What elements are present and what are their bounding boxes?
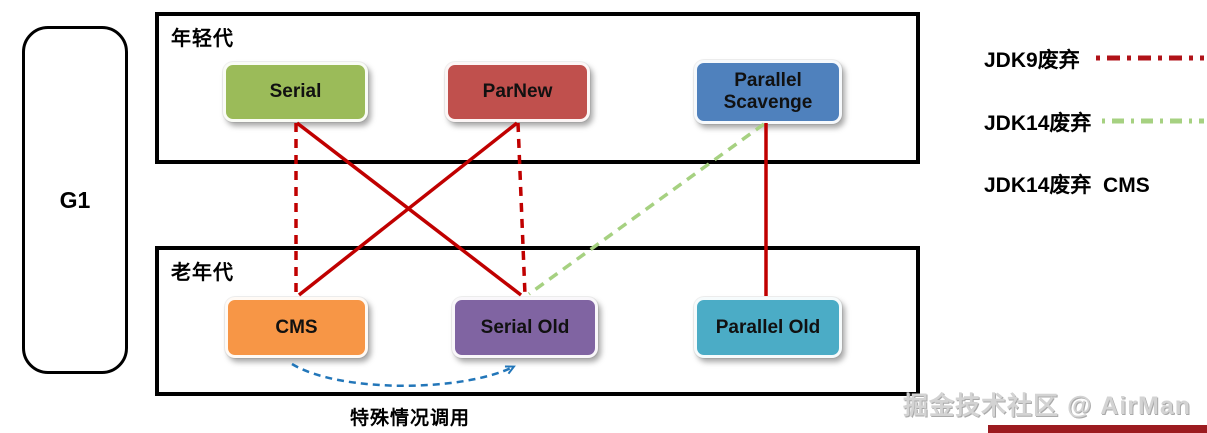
node-serial: Serial <box>223 62 368 122</box>
node-serial-old-label: Serial Old <box>480 316 570 338</box>
legend-item-jdk9: JDK9废弃 <box>980 44 1207 74</box>
g1-label: G1 <box>59 186 91 213</box>
old-gen-box: 老年代 CMS Serial Old Parallel Old <box>155 246 920 396</box>
legend-jdk9-label: JDK9废弃 <box>984 49 1080 72</box>
node-parallel-old-label: Parallel Old <box>715 316 821 338</box>
young-gen-box: 年轻代 Serial ParNew Parallel Scavenge <box>155 12 920 164</box>
special-case-caption: 特殊情况调用 <box>349 408 470 429</box>
node-parnew: ParNew <box>445 62 590 122</box>
watermark-red-bar <box>988 425 1207 433</box>
watermark-text: 掘金技术社区 @ AirMan <box>903 392 1191 420</box>
legend-item-jdk14-cms: JDK14废弃 CMS <box>980 169 1207 199</box>
node-serial-old: Serial Old <box>452 297 598 358</box>
legend-jdk14-cms-label: JDK14废弃 CMS <box>984 174 1150 197</box>
legend-jdk14-label: JDK14废弃 <box>984 112 1092 135</box>
node-parallel-scavenge-label: Parallel Scavenge <box>723 70 813 113</box>
legend-red-dashed-line <box>1096 55 1204 61</box>
node-serial-label: Serial <box>269 81 322 103</box>
legend: JDK9废弃 JDK14废弃 JDK14废弃 CMS <box>980 38 1207 198</box>
g1-box: G1 <box>22 26 128 374</box>
node-parallel-scavenge: Parallel Scavenge <box>694 60 842 124</box>
node-cms-label: CMS <box>275 316 318 338</box>
node-parnew-label: ParNew <box>482 81 553 103</box>
legend-green-dashed-line <box>1102 118 1204 124</box>
old-gen-title: 老年代 <box>171 262 234 284</box>
node-parallel-old: Parallel Old <box>694 297 842 358</box>
legend-item-jdk14: JDK14废弃 <box>980 107 1207 137</box>
node-cms: CMS <box>225 297 368 358</box>
young-gen-title: 年轻代 <box>171 28 234 50</box>
